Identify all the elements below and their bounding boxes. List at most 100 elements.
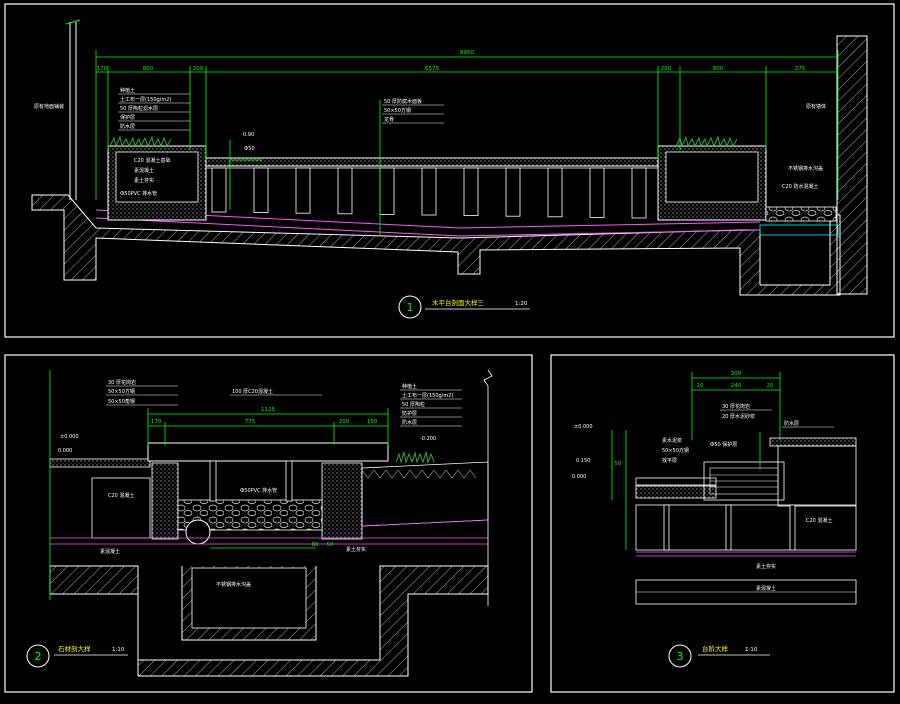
deck-post <box>379 167 395 215</box>
panel-1: 8950 170 800 200 6575 200 800 275 原有地面铺装 种植土土工布一… <box>4 3 895 338</box>
callout-label: 50 厚陶粒滤水层 <box>120 105 158 112</box>
panel-2-stone-slab <box>147 442 389 462</box>
callout-label: 不锈钢排水沟盖 <box>788 165 823 172</box>
panel-1-title-circle <box>398 295 422 319</box>
panel-1-right-wall <box>836 35 868 295</box>
panel-2-title-circle <box>26 644 50 668</box>
panel-3-title: 台阶大样 <box>702 644 729 653</box>
callout-label: C20 混凝土基础 <box>134 157 170 164</box>
callout-label: 不锈钢排水沟盖 <box>216 581 251 588</box>
dimension-label: 1125 <box>261 407 275 413</box>
callout-label: 0.000 <box>572 474 586 480</box>
dimension-label: 50 <box>615 461 622 467</box>
callout-label: 素土夯实 <box>134 177 154 184</box>
panel-1-frame <box>4 3 895 338</box>
deck-post <box>295 167 311 214</box>
callout-label: 素土夯实 <box>346 546 366 553</box>
callout-label: 种植土 <box>402 383 417 390</box>
callout-label: C20 防水混凝土 <box>782 183 818 190</box>
panel-2-frame <box>4 354 533 693</box>
callout-label: 素混凝土 <box>756 585 776 592</box>
deck-post <box>631 167 647 219</box>
dimension-label: 20 <box>697 383 704 389</box>
callout-label: 50×50方钢 <box>384 107 411 114</box>
callout-label: 0.90 <box>243 132 254 138</box>
panel-2-number: 2 <box>35 650 42 663</box>
dimension-label: 20 <box>767 383 774 389</box>
dimension-label: 200 <box>339 419 350 425</box>
callout-label: Ф50PVC 排水管 <box>120 190 157 197</box>
dimension-label: 170 <box>151 419 162 425</box>
deck-post <box>463 167 479 216</box>
dimension-label: 200 <box>661 66 672 72</box>
dimension-label: 275 <box>795 66 806 72</box>
panel-3-scale: 1:10 <box>745 647 758 653</box>
callout-label: Ф50 保护层 <box>710 441 737 448</box>
dimension-label: 170 <box>97 66 108 72</box>
callout-label: 素混凝土 <box>134 167 154 174</box>
callout-label: 原有地面铺装 <box>34 103 64 110</box>
callout-label: 防水层 <box>402 419 417 426</box>
callout-label: 50 厚防腐木面板 <box>384 98 422 105</box>
deck-post <box>337 167 353 215</box>
callout-label: 找平层 <box>662 457 677 464</box>
panel-3-frame <box>550 354 895 693</box>
dimension-label: 6575 <box>425 66 439 72</box>
callout-label: 原有墙体 <box>806 103 826 110</box>
dimension-label: 800 <box>143 66 154 72</box>
dimension-label: 300 <box>731 371 742 377</box>
dimension-label: 150 <box>367 419 378 425</box>
callout-label: C20 混凝土 <box>108 492 134 499</box>
callout-label: ±0.000 <box>574 424 593 430</box>
deck-post <box>253 167 269 213</box>
callout-label: 种植土 <box>120 87 135 94</box>
callout-label: 30 厚花岗岩 <box>722 403 750 410</box>
callout-label: -0.200 <box>420 436 436 442</box>
panel-1-deck <box>205 157 659 167</box>
panel-3-step-upper <box>703 461 785 501</box>
callout-label: 50×50方钢 <box>662 447 689 454</box>
callout-label: 素水泥浆 <box>662 437 682 444</box>
callout-label: ±0.000 <box>60 434 79 440</box>
callout-label: 龙骨 <box>384 116 394 123</box>
callout-label: 0.000 <box>58 448 72 454</box>
callout-label: 防水层 <box>784 420 799 427</box>
callout-label: 50×50方钢 <box>108 388 135 395</box>
panel-1-title: 木平台剖面大样三 <box>432 298 485 307</box>
callout-label: 防护层 <box>402 410 417 417</box>
callout-label: 50×50角钢 <box>108 398 135 405</box>
deck-post <box>211 167 227 213</box>
callout-label: 土工布一层(150g/m2) <box>120 96 171 103</box>
dimension-label: 200 <box>193 66 204 72</box>
deck-post <box>421 167 437 216</box>
panel-3-step-lower <box>635 485 717 499</box>
callout-label: C20 混凝土 <box>806 517 832 524</box>
callout-label: 素土夯实 <box>756 563 776 570</box>
panel-2-title: 石材剖大样 <box>58 644 91 653</box>
callout-label: 100 厚C20混凝土 <box>232 388 273 395</box>
dimension-label: 8950 <box>460 50 474 56</box>
dimension-label: 80 <box>312 542 319 548</box>
dimension-label: 800 <box>713 66 724 72</box>
callout-label: 保护层 <box>120 114 135 121</box>
panel-1-scale: 1:20 <box>515 301 528 307</box>
panel-3-title-circle <box>668 644 692 668</box>
callout-label: 素混凝土 <box>100 548 120 555</box>
dimension-label: 50 <box>327 542 334 548</box>
callout-label: 土工布一层(150g/m2) <box>402 392 453 399</box>
panel-1-deck-posts <box>211 167 647 219</box>
deck-post <box>547 167 563 218</box>
callout-label: Ф50 <box>244 146 255 152</box>
deck-post <box>589 167 605 218</box>
panel-1-number: 1 <box>407 301 414 314</box>
panel-2-scale: 1:10 <box>112 647 125 653</box>
callout-label: 防水层 <box>120 123 135 130</box>
callout-label: 20 厚水泥砂浆 <box>722 413 755 420</box>
callout-label: 50 厚陶粒 <box>402 401 425 408</box>
panel-3-number: 3 <box>677 650 684 663</box>
callout-label: 30 厚花岗岩 <box>108 379 136 386</box>
